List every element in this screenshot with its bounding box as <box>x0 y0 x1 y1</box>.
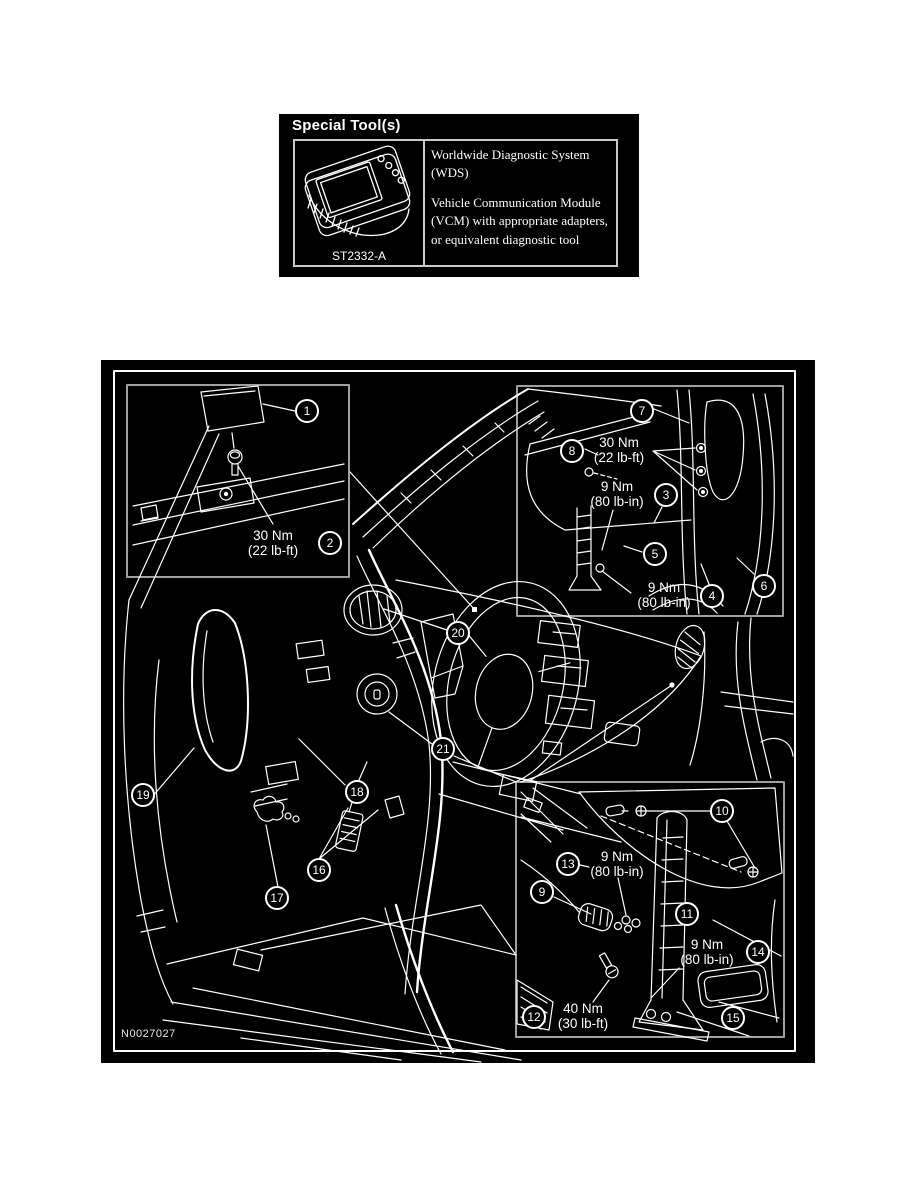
callout-10: 10 <box>710 799 734 823</box>
callout-17: 17 <box>265 886 289 910</box>
torque-label-inset2-middle: 9 Nm(80 lb-in) <box>590 479 644 510</box>
figure-id: N0027027 <box>121 1028 176 1040</box>
diagnostic-scan-tool-icon <box>304 145 411 237</box>
callout-11: 11 <box>675 902 699 926</box>
inset-cowl-patch-art <box>132 385 345 546</box>
callout-14: 14 <box>746 940 770 964</box>
callout-9: 9 <box>530 880 554 904</box>
callout-4: 4 <box>700 584 724 608</box>
callout-6: 6 <box>752 574 776 598</box>
callout-12: 12 <box>522 1005 546 1029</box>
torque-label-inset3-upper: 9 Nm(80 lb-in) <box>590 849 644 880</box>
callout-20: 20 <box>446 621 470 645</box>
callout-3: 3 <box>654 483 678 507</box>
special-tools-table: ST2332-A Worldwide Diagnostic System (WD… <box>293 139 618 267</box>
tool-image-cell: ST2332-A <box>295 141 425 265</box>
callout-16: 16 <box>307 858 331 882</box>
callout-19: 19 <box>131 783 155 807</box>
callout-21: 21 <box>431 737 455 761</box>
callout-1: 1 <box>295 399 319 423</box>
callout-5: 5 <box>643 542 667 566</box>
torque-label-inset2-upper: 30 Nm(22 lb-ft) <box>593 435 645 466</box>
torque-label-inset2-lower: 9 Nm(80 lb-in) <box>637 580 691 611</box>
tool-code: ST2332-A <box>331 249 387 263</box>
torque-label-inset3-right: 9 Nm(80 lb-in) <box>680 937 734 968</box>
callout-13: 13 <box>556 852 580 876</box>
callout-18: 18 <box>345 780 369 804</box>
special-tools-title: Special Tool(s) <box>292 117 401 134</box>
tool-description-cell: Worldwide Diagnostic System (WDS) Vehicl… <box>425 141 616 265</box>
callout-8: 8 <box>560 439 584 463</box>
figure-borders <box>113 370 796 1052</box>
tool-description-vcm: Vehicle Communication Module (VCM) with … <box>431 194 608 247</box>
inset-cowl-side-bracket-art <box>516 787 783 1042</box>
special-tools-panel: Special Tool(s) <box>279 114 639 277</box>
main-scene-art <box>123 388 794 1063</box>
tool-description-wds: Worldwide Diagnostic System (WDS) <box>431 147 590 181</box>
torque-label-inset1-bolt: 30 Nm(22 lb-ft) <box>247 528 299 559</box>
callout-2: 2 <box>318 531 342 555</box>
callout-15: 15 <box>721 1006 745 1030</box>
callout-7: 7 <box>630 399 654 423</box>
torque-label-inset3-lower: 40 Nm(30 lb-ft) <box>557 1001 609 1032</box>
